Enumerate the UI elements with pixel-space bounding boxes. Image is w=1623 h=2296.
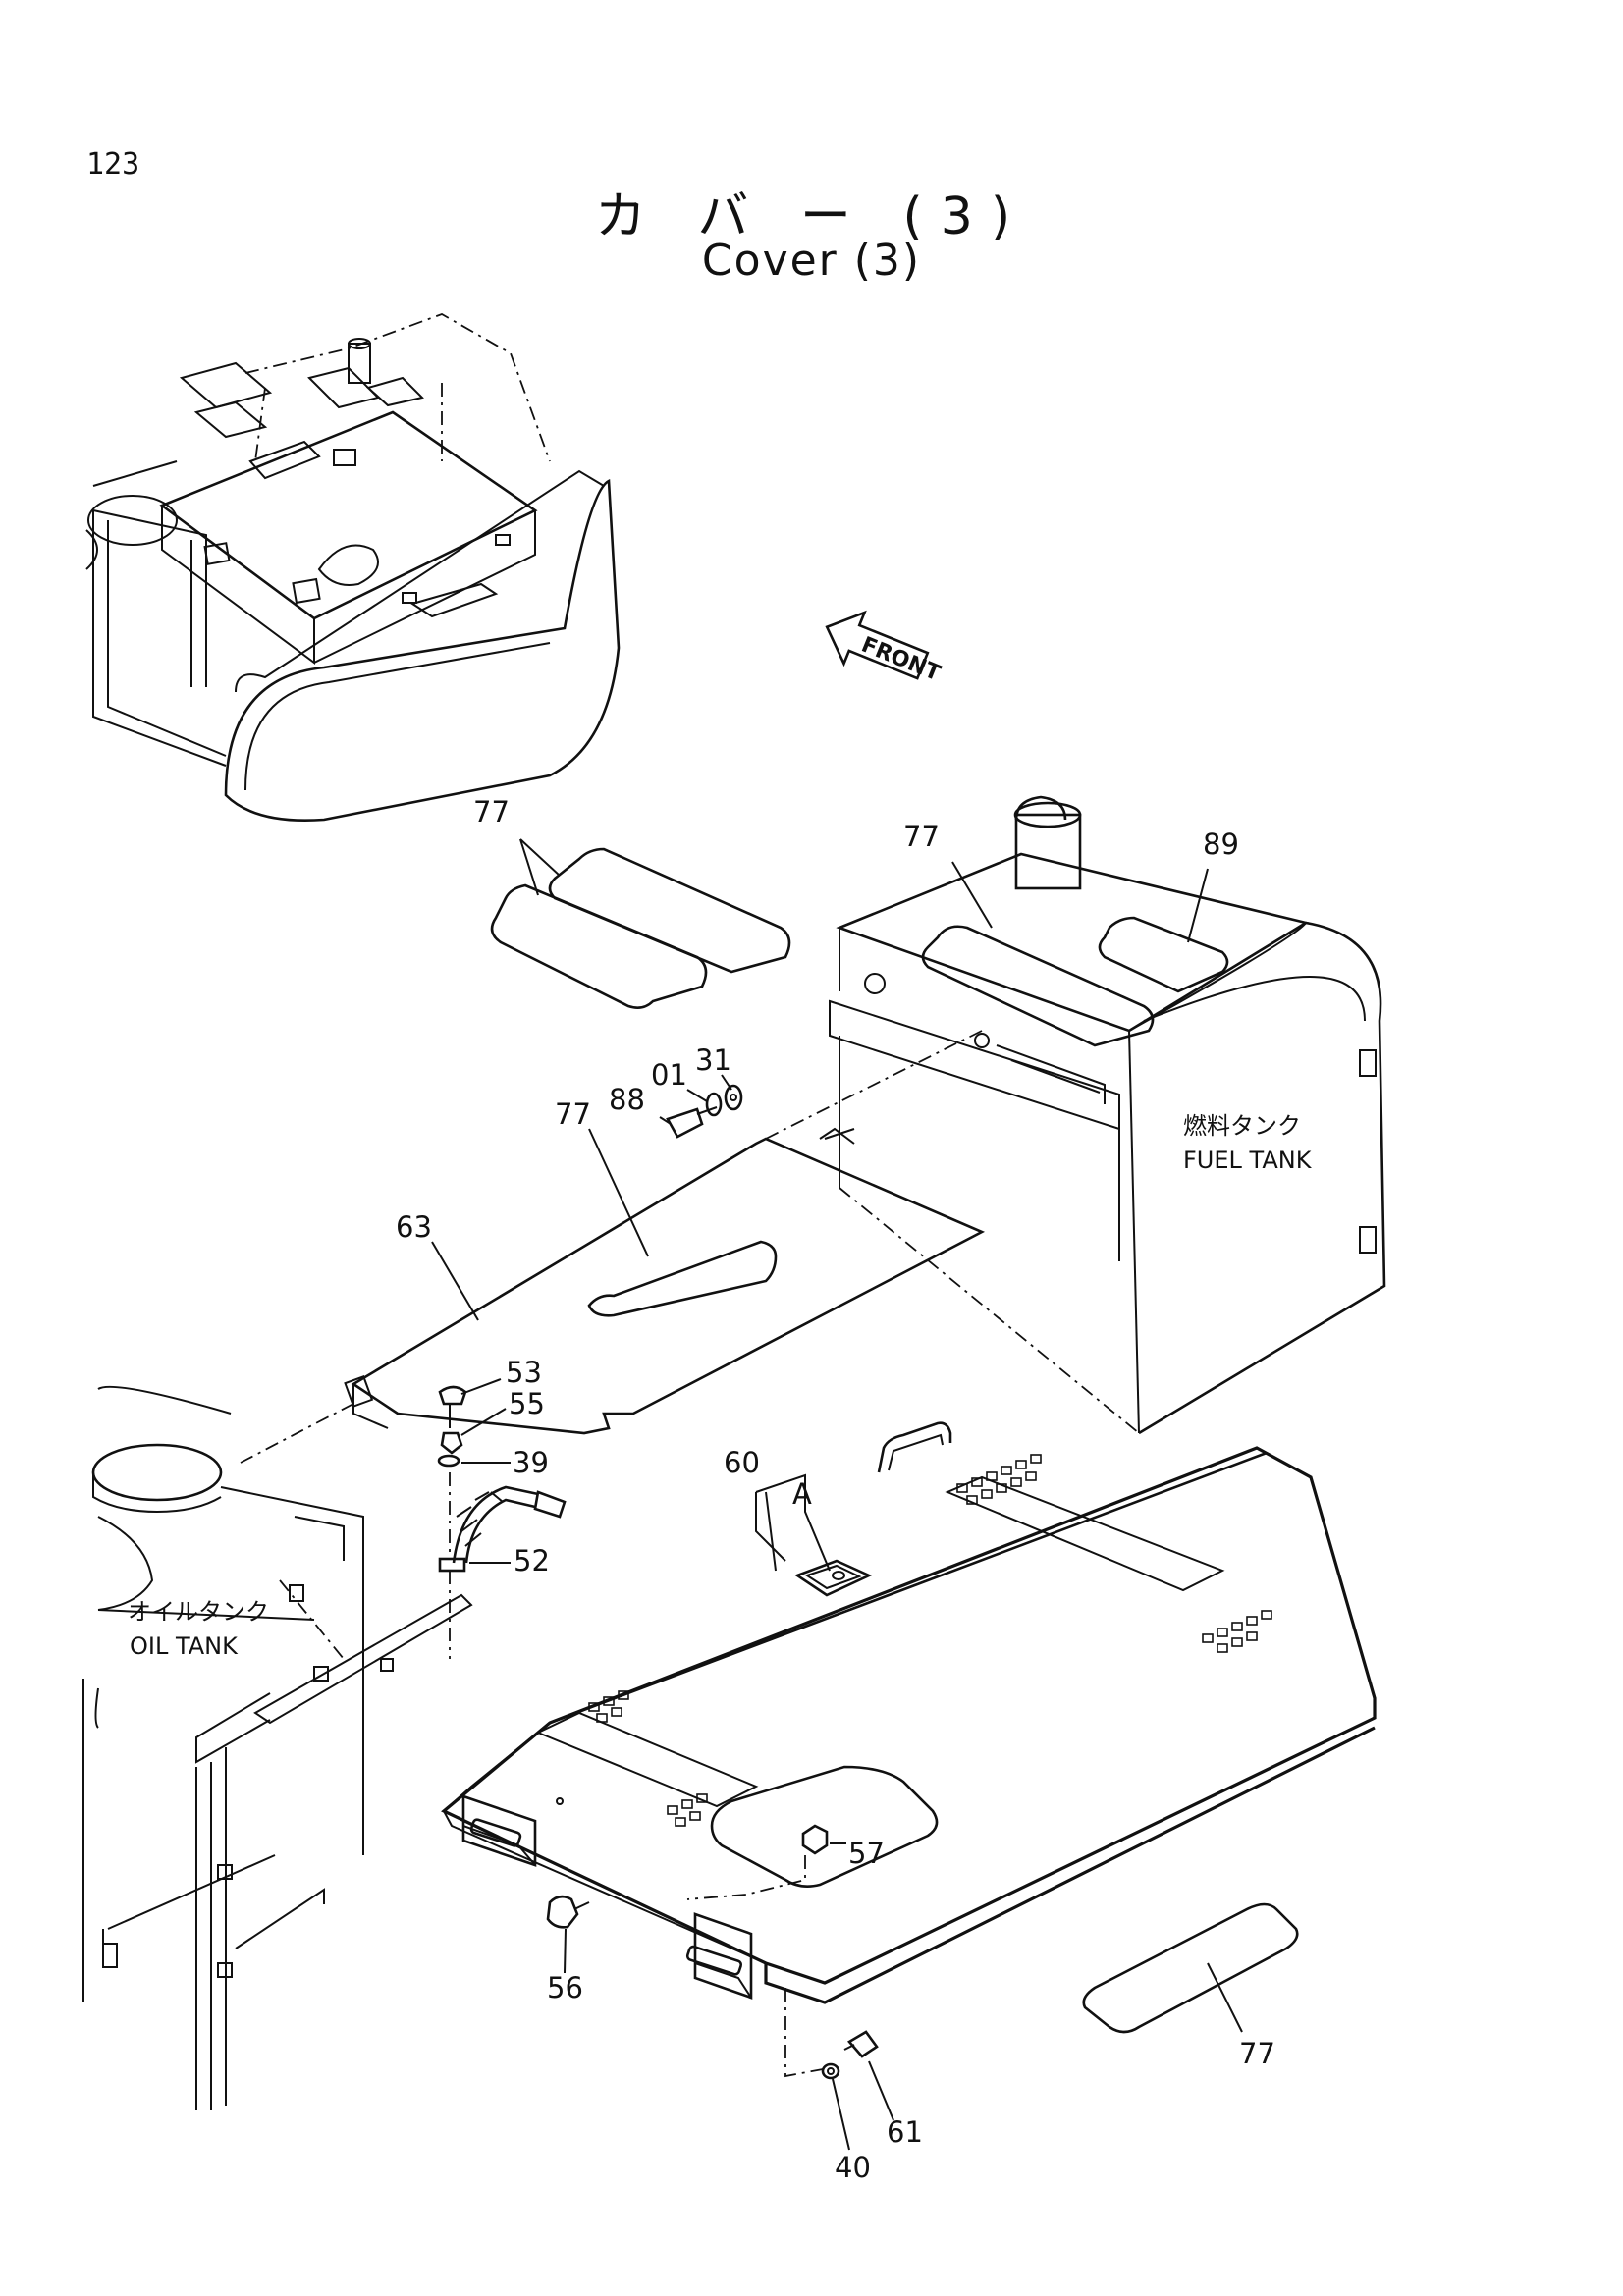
callout-39: 39 xyxy=(513,1446,549,1479)
fuel-tank-label-en: FUEL TANK xyxy=(1183,1147,1313,1174)
detail-marker-a: A xyxy=(792,1477,812,1511)
front-arrow-icon: FRONT xyxy=(825,610,944,686)
callout-57: 57 xyxy=(848,1837,885,1870)
fuel-tank-assembly: 燃料タンク FUEL TANK xyxy=(829,795,1386,1435)
oil-tank-assembly: オイルタンク OIL TANK xyxy=(82,1385,473,2110)
callout-56: 56 xyxy=(547,1971,583,2004)
cover-grid-marks xyxy=(588,1454,1272,1827)
page-number: 123 xyxy=(86,147,140,182)
callout-labels: 77 77 89 31 01 88 77 63 53 55 39 52 60 A… xyxy=(396,795,1275,2184)
callout-01: 01 xyxy=(651,1058,687,1092)
callout-77-c: 77 xyxy=(555,1097,591,1131)
cover-60 xyxy=(441,1421,1377,2080)
callout-55: 55 xyxy=(509,1387,545,1420)
oil-tank-label-en: OIL TANK xyxy=(130,1632,239,1660)
decal-plates-77-upper xyxy=(490,838,791,1009)
chain-assembly xyxy=(437,1385,567,1573)
overview-machine-illustration xyxy=(85,313,621,822)
callout-61: 61 xyxy=(887,2115,923,2149)
title-japanese: カ バ ー (3) xyxy=(594,187,1029,246)
bolt-88-washers xyxy=(666,1084,743,1139)
callout-63: 63 xyxy=(396,1210,432,1244)
decal-plate-77-lower xyxy=(1082,1902,1299,2034)
callout-31: 31 xyxy=(695,1043,731,1077)
callout-52: 52 xyxy=(514,1544,550,1577)
callout-77-b: 77 xyxy=(903,820,940,853)
callout-89: 89 xyxy=(1203,828,1239,861)
callout-77-a: 77 xyxy=(473,795,510,828)
title-english: Cover (3) xyxy=(701,236,922,286)
leader-lines xyxy=(431,861,1243,2151)
oil-tank-label-jp: オイルタンク xyxy=(128,1598,269,1626)
callout-88: 88 xyxy=(609,1083,645,1116)
callout-60: 60 xyxy=(724,1446,760,1479)
fuel-tank-label-jp: 燃料タンク xyxy=(1183,1112,1301,1140)
plate-63 xyxy=(240,1030,986,1464)
callout-77-d: 77 xyxy=(1239,2037,1275,2070)
callout-53: 53 xyxy=(506,1356,542,1389)
callout-40: 40 xyxy=(835,2151,871,2184)
